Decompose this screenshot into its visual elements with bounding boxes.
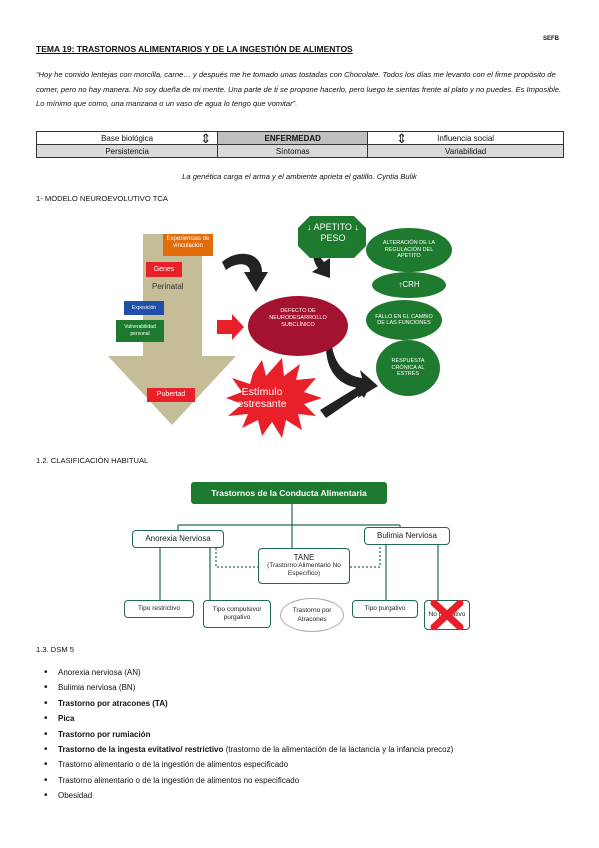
- list-item: Anorexia nerviosa (AN): [44, 665, 453, 681]
- stress-response-ellipse: RESPUESTA CRÓNICA AL ESTRÉS: [376, 340, 440, 396]
- page-title: TEMA 19: TRASTORNOS ALIMENTARIOS Y DE LA…: [36, 44, 353, 54]
- center-label: DEFECTO DE NEURODESARROLLO SUBCLÍNICO: [269, 308, 327, 328]
- curved-arrow: [222, 253, 268, 292]
- anorexia-box: Anorexia Nerviosa: [132, 530, 224, 548]
- atracones-ellipse: Trastorno por Atracones: [280, 598, 344, 632]
- experiencias-box: Experiencias de vinculación: [163, 234, 213, 256]
- list-item: Trastorno de la ingesta evitativo/ restr…: [44, 742, 453, 758]
- regulation-ellipse: ALTERACIÓN DE LA REGULACIÓN DEL APETITO: [366, 228, 452, 272]
- section-heading: 1.2. CLASIFICACIÓN HABITUAL: [36, 456, 149, 465]
- caption: La genética carga el arma y el ambiente …: [182, 172, 417, 181]
- section-heading: 1.3. DSM 5: [36, 645, 74, 654]
- list-item: Bulimia nerviosa (BN): [44, 680, 453, 696]
- compulsivo-box: Tipo compulsivo/ purgativo: [203, 600, 271, 628]
- table-row: Persistencia Síntomas Variabilidad: [35, 144, 564, 158]
- bulimia-box: Bulimia Nerviosa: [364, 527, 450, 545]
- green-box: Vulnerabilidad personal: [116, 320, 164, 342]
- table-cell: Persistencia: [35, 144, 219, 158]
- restrictivo-box: Tipo restrictivo: [124, 600, 194, 618]
- timeline-arrow: [108, 234, 236, 425]
- estimulo-label: Estímulo estresante: [237, 386, 287, 410]
- red-arrow: [217, 314, 244, 340]
- factors-table: Base biológica⇕ ENFERMEDAD ⇕Influencia s…: [35, 131, 564, 158]
- purgativo-box: Tipo purgativo: [352, 600, 418, 618]
- tane-label: TANE: [293, 552, 315, 562]
- list-item: Pica: [44, 711, 453, 727]
- apetito-octagon: [298, 216, 366, 258]
- table-cell: ENFERMEDAD: [217, 131, 369, 145]
- quote-text: “Hoy he comido lentejas con morcilla, ca…: [36, 70, 562, 108]
- list-item: Trastorno alimentario o de la ingestión …: [44, 773, 453, 789]
- cross-icon: [430, 600, 464, 630]
- stress-starburst: [226, 358, 322, 438]
- list-item: Trastorno por rumiación: [44, 727, 453, 743]
- diagonal-arrow: [320, 382, 372, 418]
- center-ellipse: [248, 296, 348, 356]
- functions-ellipse: FALLO EN EL CAMBIO DE LAS FUNCIONES: [366, 300, 442, 340]
- pubertad-box: Pubertad: [147, 388, 195, 402]
- list-item: Trastorno alimentario o de la ingestión …: [44, 757, 453, 773]
- perinatal-label: Perinatal: [152, 282, 184, 291]
- list-item: Trastorno por atracones (TA): [44, 696, 453, 712]
- table-cell: Síntomas: [217, 144, 369, 158]
- up-down-arrow-icon: ⇕: [200, 131, 212, 146]
- apetito-label: ↓ APETITO ↓ PESO: [307, 222, 359, 243]
- up-down-arrow-icon: ⇕: [396, 131, 408, 146]
- tane-sub-label: (Trastorno Alimentario No Específico): [267, 562, 341, 578]
- list-item: Obesidad: [44, 788, 453, 804]
- crh-ellipse: ↑CRH: [372, 272, 446, 298]
- tca-title-box: Trastornos de la Conducta Alimentaria: [191, 482, 387, 504]
- genes-box: Genes: [146, 262, 182, 277]
- table-cell: Variabilidad: [367, 144, 564, 158]
- dsm5-list: Anorexia nerviosa (AN) Bulimia nerviosa …: [44, 665, 453, 804]
- blue-box: Exposición: [124, 301, 164, 315]
- section-heading: 1- MODELO NEUROEVOLUTIVO TCA: [36, 194, 168, 203]
- tane-box: TANE (Trastorno Alimentario No Específic…: [258, 548, 350, 584]
- header-code: SEFB: [542, 36, 559, 42]
